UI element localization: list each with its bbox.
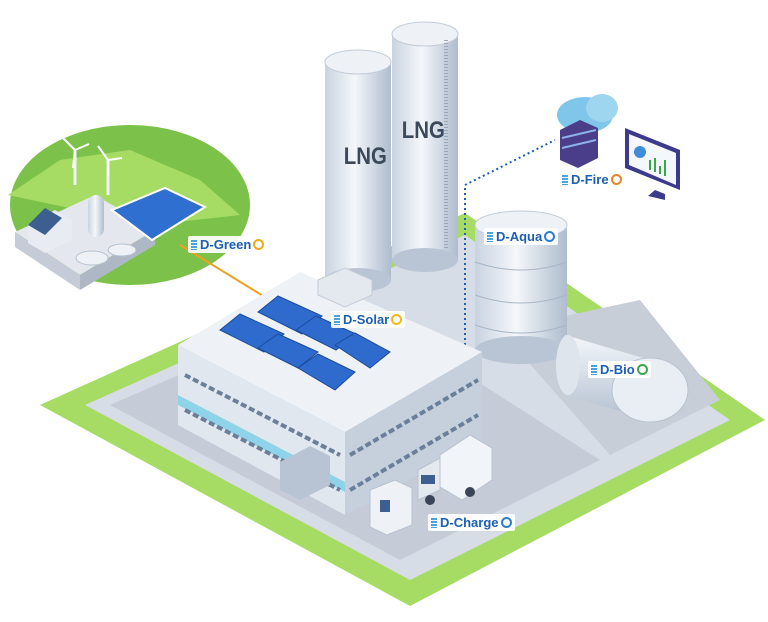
d-charge-text: D-Charge — [440, 515, 499, 530]
solar-panel-farm — [109, 186, 208, 242]
brand-mark-icon — [487, 231, 493, 242]
d-fire-network-line — [464, 139, 556, 345]
cloud-servers — [557, 94, 618, 168]
d-bio-label[interactable]: D-Bio — [588, 361, 651, 378]
d-fire-text: D-Fire — [571, 172, 609, 187]
lng-tank-right — [391, 21, 459, 272]
d-solar-text: D-Solar — [343, 312, 390, 327]
water-drop-icon — [544, 231, 556, 242]
d-aqua-text: D-Aqua — [496, 229, 543, 244]
d-bio-text: D-Bio — [600, 362, 635, 377]
brand-mark-icon — [562, 174, 568, 185]
d-solar-label[interactable]: D-Solar — [331, 311, 406, 328]
lng-label-right: LNG — [401, 117, 445, 144]
lng-label-left: LNG — [343, 143, 387, 170]
d-green-text: D-Green — [200, 237, 252, 252]
gear-icon — [500, 517, 512, 528]
d-charge-label[interactable]: D-Charge — [428, 514, 515, 531]
ev-charger — [369, 479, 413, 536]
monitor — [625, 128, 680, 200]
lng-tank-left — [324, 49, 392, 292]
brand-mark-icon — [431, 517, 437, 528]
rooftop-solar-panels — [219, 295, 391, 391]
truck — [417, 434, 493, 505]
d-green-label[interactable]: D-Green — [188, 236, 268, 253]
d-fire-label[interactable]: D-Fire — [559, 171, 625, 188]
brand-mark-icon — [334, 314, 340, 325]
lightbulb-icon — [253, 239, 265, 250]
factory-building — [178, 267, 482, 515]
d-aqua-label[interactable]: D-Aqua — [484, 228, 559, 245]
brand-mark-icon — [191, 239, 197, 250]
brand-mark-icon — [591, 364, 597, 375]
sun-icon — [391, 314, 403, 325]
flame-icon — [610, 174, 622, 185]
leaf-icon — [636, 364, 648, 375]
